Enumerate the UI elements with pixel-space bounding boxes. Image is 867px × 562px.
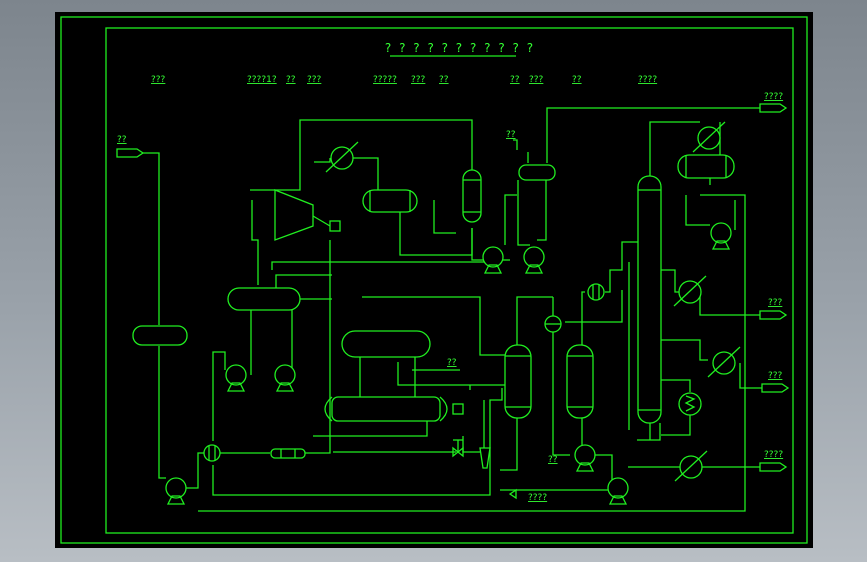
- pump-8: [710, 222, 732, 250]
- section-label-4: ???: [307, 75, 322, 85]
- pump-6: [574, 444, 596, 472]
- pump-2: [225, 364, 247, 392]
- product-mid2-arrow: [761, 383, 790, 393]
- main-column: [637, 175, 662, 424]
- cyclone: [479, 447, 491, 469]
- feed-drum: [132, 325, 188, 346]
- reboiler-coil: [678, 392, 702, 416]
- exchanger-2: [692, 121, 726, 153]
- exchanger-3: [673, 275, 707, 307]
- bottom-outlet-arrow: [508, 488, 517, 500]
- exchanger-4: [707, 346, 741, 378]
- product-top-label: ????: [764, 92, 783, 102]
- exchanger-1: [325, 141, 359, 173]
- product-mid1-label: ???: [768, 298, 783, 308]
- exchanger-small-1: [203, 444, 221, 462]
- section-label-3: ??: [286, 75, 296, 85]
- reflux-drum-1: [362, 189, 418, 213]
- left-bottom-note-label: ??: [548, 455, 558, 465]
- exchanger-5: [674, 450, 708, 482]
- pump-5: [523, 246, 545, 274]
- section-label-2: ????1?: [247, 75, 277, 85]
- product-bottom-arrow: [759, 462, 788, 472]
- section-labels: ??? ????1? ?? ??? ????? ??? ?? ?? ??? ??…: [151, 75, 657, 85]
- pump-3: [274, 364, 296, 392]
- reboiler-drum: [341, 330, 431, 358]
- reflux-drum-3: [677, 154, 735, 179]
- inline-filter: [270, 448, 306, 459]
- piping: [143, 107, 762, 512]
- product-bottom-label: ????: [764, 450, 783, 460]
- mid-note-label: ??: [447, 358, 457, 368]
- pump-4: [482, 246, 504, 274]
- section-label-11: ????: [638, 75, 657, 85]
- pumps: [165, 222, 732, 505]
- section-label-7: ??: [439, 75, 449, 85]
- drawing-title: ? ? ? ? ? ? ? ? ? ? ?: [385, 41, 535, 55]
- compressor-motor: [329, 220, 341, 232]
- compressor: [274, 189, 314, 241]
- inner-border: [105, 27, 794, 534]
- outer-border: [60, 16, 808, 544]
- bottom-outlet-label: ????: [528, 493, 547, 503]
- stream-arrows: [116, 103, 790, 500]
- feed-in-arrow: [116, 148, 145, 158]
- section-label-5: ?????: [373, 75, 397, 85]
- horizontal-reactor: [331, 396, 441, 422]
- reactor-motor: [452, 403, 464, 415]
- top-feed-label: ??: [506, 130, 516, 140]
- feed-in-label: ??: [117, 135, 127, 145]
- pump-1: [165, 477, 187, 505]
- section-label-9: ???: [529, 75, 544, 85]
- heat-exchangers: [203, 121, 741, 482]
- section-label-8: ??: [510, 75, 520, 85]
- distillation-column-3: [566, 344, 594, 419]
- reflux-drum-2: [518, 164, 556, 181]
- section-label-10: ??: [572, 75, 582, 85]
- distillation-column-2: [504, 344, 532, 419]
- separator-drum: [227, 287, 301, 311]
- small-column-1: [462, 169, 482, 223]
- section-label-1: ???: [151, 75, 166, 85]
- product-top-arrow: [759, 103, 788, 113]
- product-mid2-label: ???: [768, 371, 783, 381]
- exchanger-small-3: [587, 283, 605, 301]
- section-label-6: ???: [411, 75, 426, 85]
- pump-7: [607, 477, 629, 505]
- control-valve: [452, 439, 464, 458]
- stream-labels: ?? ?? ???? ??? ??? ???? ?? ???? ??: [117, 92, 783, 503]
- product-mid1-arrow: [759, 310, 788, 320]
- exchanger-small-2: [544, 315, 562, 333]
